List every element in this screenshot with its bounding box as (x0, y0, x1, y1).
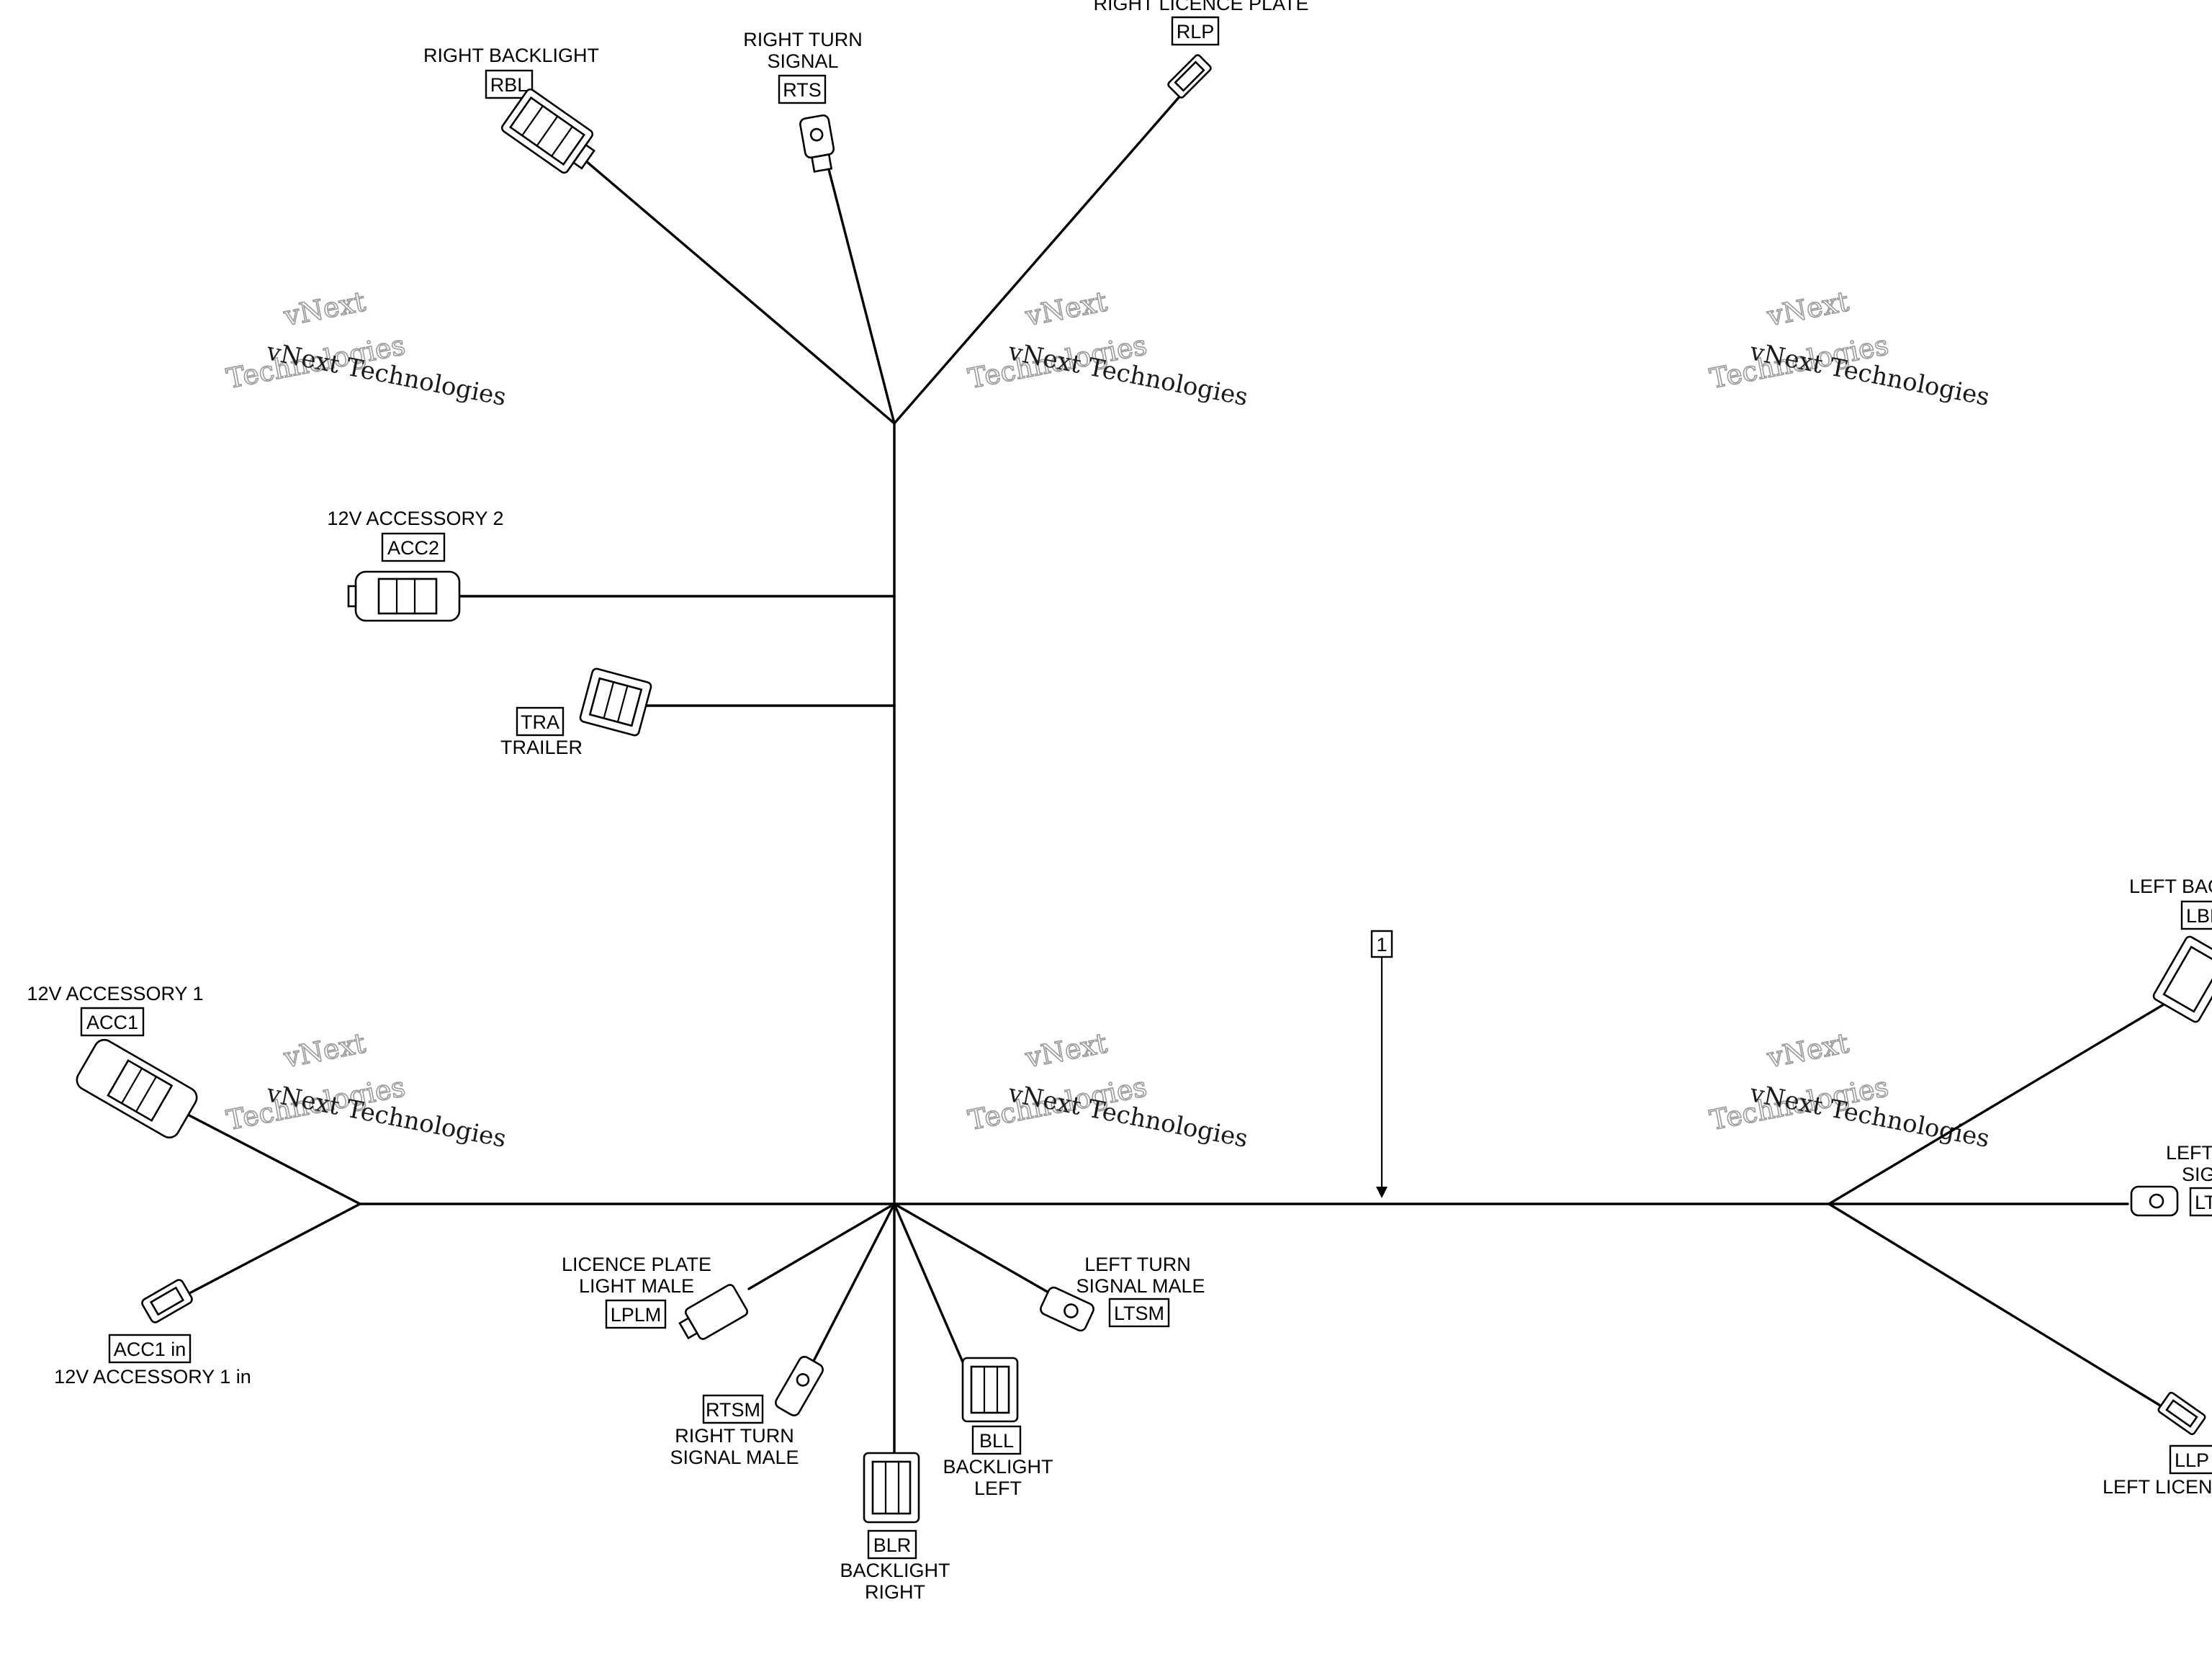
item-callout: 1 (1370, 930, 1393, 1198)
svg-text:RBL: RBL (490, 74, 529, 96)
acc1in-connector-icon (141, 1279, 193, 1323)
lbl-connector-icon (2152, 935, 2212, 1023)
wire-rlp (893, 94, 1182, 425)
svg-text:RIGHT LICENCE PLATE: RIGHT LICENCE PLATE (1093, 0, 1308, 14)
rlp-connector-icon (1167, 54, 1212, 99)
connector-blr: BLR BACKLIGHT RIGHT (840, 1452, 950, 1603)
svg-text:RTSM: RTSM (706, 1399, 760, 1421)
svg-text:vNext: vNext (1022, 285, 1110, 332)
svg-text:RIGHT: RIGHT (865, 1581, 925, 1603)
svg-text:BACKLIGHT: BACKLIGHT (840, 1560, 950, 1581)
svg-text:LPLM: LPLM (611, 1304, 662, 1326)
wire-ltsm (893, 1202, 1056, 1298)
connector-acc1in: ACC1 in 12V ACCESSORY 1 in (54, 1279, 251, 1388)
svg-text:RIGHT TURN: RIGHT TURN (675, 1425, 794, 1447)
svg-text:LT: LT (2195, 1192, 2212, 1213)
wire-llp (1827, 1202, 2169, 1411)
watermark-4: vNext Technologies vNext Technologies (223, 1027, 508, 1154)
svg-text:LEFT: LEFT (2166, 1142, 2212, 1164)
svg-text:TRAILER: TRAILER (500, 737, 583, 758)
connector-acc1: 12V ACCESSORY 1 ACC1 (27, 983, 204, 1139)
connector-rts: RIGHT TURN SIGNAL RTS (743, 29, 863, 173)
svg-text:ACC1 in: ACC1 in (114, 1339, 186, 1360)
harness-wires (182, 94, 2169, 1460)
svg-text:LBL: LBL (2186, 905, 2212, 927)
svg-text:BACKLIGHT: BACKLIGHT (943, 1456, 1053, 1478)
svg-text:RLP: RLP (1177, 21, 1215, 42)
llp-connector-icon (2157, 1391, 2206, 1436)
connector-lts: LEFT SIG LT (2130, 1142, 2212, 1217)
svg-text:vNext: vNext (1022, 1027, 1110, 1074)
svg-text:ACC1: ACC1 (86, 1012, 138, 1033)
watermark-1: vNext Technologies vNext Technologies (223, 285, 508, 412)
wire-lplm (747, 1202, 896, 1290)
connector-acc2: 12V ACCESSORY 2 ACC2 (327, 508, 504, 622)
connector-llp: LLP LEFT LICENC (2103, 1391, 2212, 1498)
wire-rbl (575, 151, 896, 425)
svg-text:LEFT: LEFT (974, 1478, 1022, 1499)
svg-text:LTSM: LTSM (1114, 1303, 1164, 1324)
svg-text:vNext: vNext (281, 285, 368, 332)
ltsm-connector-icon (1040, 1286, 1094, 1332)
svg-text:LEFT TURN: LEFT TURN (1084, 1254, 1191, 1275)
connector-rtsm: RTSM RIGHT TURN SIGNAL MALE (670, 1355, 824, 1468)
svg-text:RIGHT BACKLIGHT: RIGHT BACKLIGHT (423, 45, 599, 66)
connector-rlp: RIGHT LICENCE PLATE RLP (1093, 0, 1309, 99)
wire-rtsm (812, 1202, 896, 1362)
wire-acc1in (189, 1202, 361, 1294)
rbl-connector-icon (500, 88, 595, 174)
connector-lplm: LICENCE PLATE LIGHT MALE LPLM (562, 1254, 749, 1340)
svg-text:12V ACCESSORY 1: 12V ACCESSORY 1 (27, 983, 203, 1004)
blr-connector-icon (863, 1452, 920, 1524)
svg-text:BLL: BLL (979, 1430, 1014, 1452)
watermark-6: vNext Technologies vNext Technologies (1707, 1027, 1992, 1154)
svg-text:LICENCE PLATE: LICENCE PLATE (562, 1254, 711, 1275)
svg-text:12V ACCESSORY 1 in: 12V ACCESSORY 1 in (54, 1366, 251, 1388)
svg-text:SIGNAL MALE: SIGNAL MALE (670, 1447, 799, 1468)
rtsm-connector-icon (775, 1355, 824, 1417)
wire-rts (823, 151, 896, 425)
watermark-2: vNext Technologies vNext Technologies (965, 285, 1250, 412)
watermark-5: vNext Technologies vNext Technologies (965, 1027, 1250, 1154)
svg-text:vNext: vNext (1764, 1027, 1851, 1074)
wire-lbl (1827, 1001, 2169, 1205)
svg-text:LIGHT MALE: LIGHT MALE (579, 1275, 694, 1297)
svg-text:RIGHT TURN: RIGHT TURN (743, 29, 863, 50)
svg-text:LLP: LLP (2175, 1449, 2209, 1471)
svg-text:vNext: vNext (281, 1027, 368, 1074)
acc2-connector-icon (347, 570, 461, 622)
connector-ltsm: LEFT TURN SIGNAL MALE LTSM (1040, 1254, 1205, 1332)
svg-text:BLR: BLR (873, 1534, 912, 1556)
svg-text:RTS: RTS (783, 79, 822, 101)
lplm-connector-icon (678, 1284, 749, 1340)
svg-text:1: 1 (1376, 934, 1387, 956)
watermark-3: vNext Technologies vNext Technologies (1707, 285, 1992, 412)
wire-acc1 (182, 1111, 361, 1205)
connector-rbl: RIGHT BACKLIGHT RBL (423, 45, 599, 174)
lts-connector-icon (2130, 1185, 2179, 1217)
connector-lbl: LEFT BAC LBL (2129, 876, 2212, 1023)
svg-text:ACC2: ACC2 (387, 537, 439, 559)
svg-text:SIG: SIG (2182, 1164, 2212, 1185)
acc1-connector-icon (76, 1038, 198, 1139)
svg-text:12V ACCESSORY 2: 12V ACCESSORY 2 (327, 508, 503, 529)
svg-text:TRA: TRA (521, 711, 559, 733)
svg-text:SIGNAL: SIGNAL (767, 50, 838, 72)
svg-text:LEFT LICENC: LEFT LICENC (2103, 1476, 2212, 1498)
svg-text:SIGNAL MALE: SIGNAL MALE (1076, 1275, 1205, 1297)
svg-text:LEFT BAC: LEFT BAC (2129, 876, 2212, 897)
rts-connector-icon (799, 114, 835, 173)
bll-connector-icon (961, 1357, 1019, 1423)
connector-bll: BLL BACKLIGHT LEFT (943, 1357, 1053, 1499)
svg-text:vNext: vNext (1764, 285, 1851, 332)
tra-connector-icon (579, 667, 652, 737)
connector-tra: TRA TRAILER (500, 667, 652, 758)
wire-bll (893, 1202, 970, 1377)
